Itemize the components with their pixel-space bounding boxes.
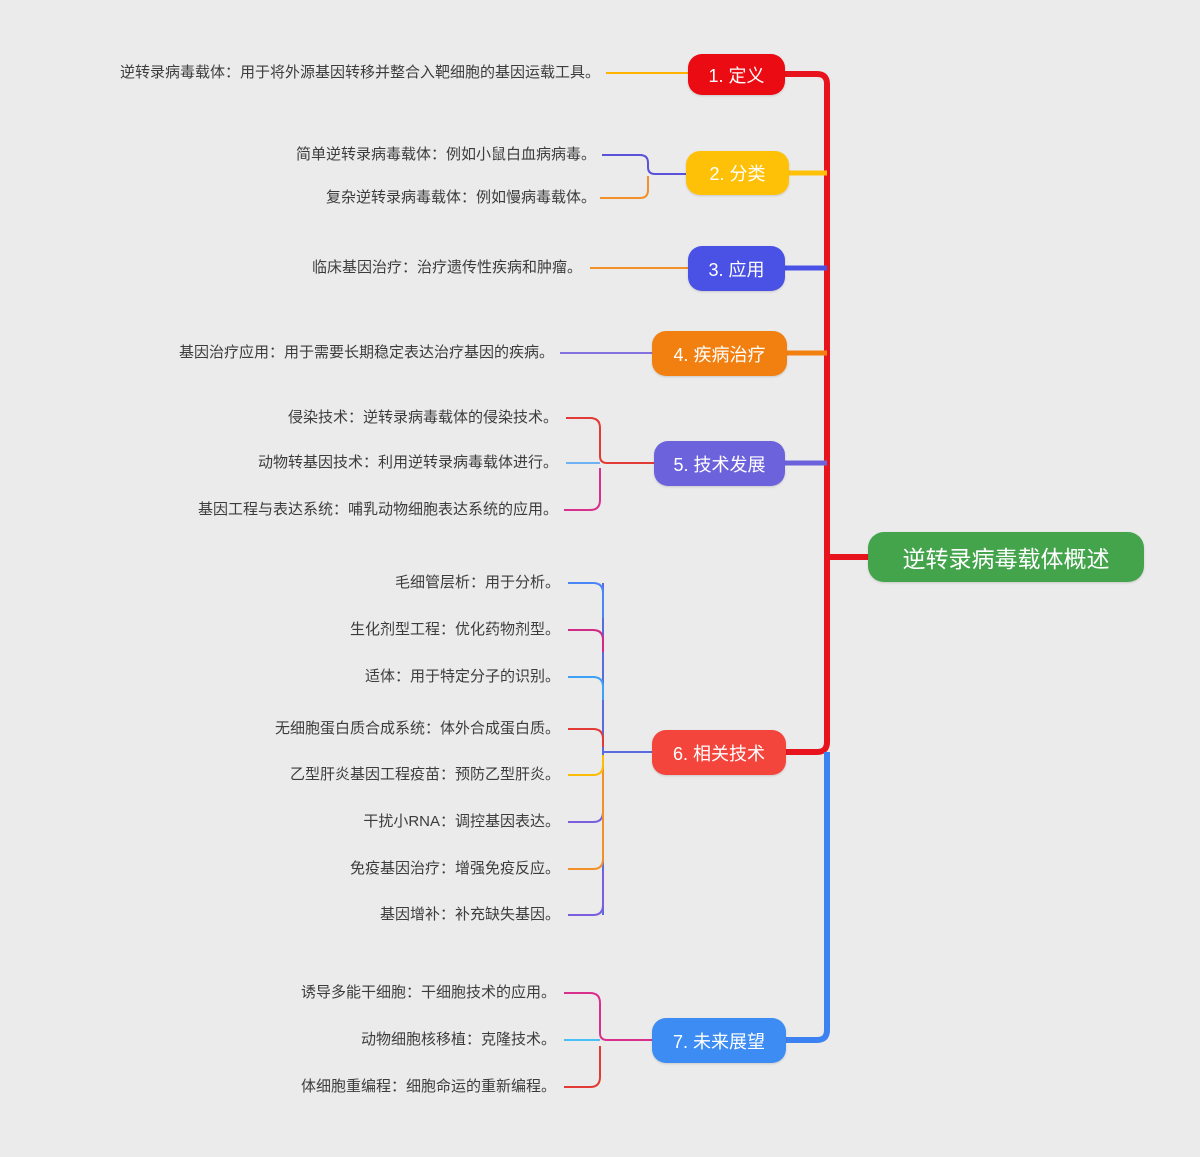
edge-b6-l3 [568, 676, 604, 700]
leaf-gene-supplementation[interactable]: 基因增补：补充缺失基因。 [379, 906, 560, 923]
branch-node-tech-development[interactable]: 5. 技术发展 [654, 441, 785, 486]
edge-b6-l6 [568, 800, 604, 823]
edge-b6-l1 [568, 582, 604, 618]
edge-b7-l3 [564, 1046, 601, 1088]
leaf-clinical-gene-therapy[interactable]: 临床基因治疗：治疗遗传性疾病和肿瘤。 [311, 259, 582, 276]
leaf-biochemical-formulation[interactable]: 生化剂型工程：优化药物剂型。 [349, 621, 560, 638]
leaf-infection-technology[interactable]: 侵染技术：逆转录病毒载体的侵染技术。 [287, 409, 558, 426]
edge-b6-l4 [568, 728, 604, 747]
leaf-complex-retrovirus[interactable]: 复杂逆转录病毒载体：例如慢病毒载体。 [325, 189, 596, 206]
edge-b7-l1 [564, 992, 654, 1041]
leaf-nuclear-transfer[interactable]: 动物细胞核移植：克隆技术。 [360, 1031, 556, 1048]
branch-node-application[interactable]: 3. 应用 [688, 246, 785, 291]
leaf-capillary-chromatography[interactable]: 毛细管层析：用于分析。 [394, 574, 560, 591]
edge-b5-l3 [564, 468, 601, 511]
trunk-blue [786, 752, 830, 1043]
leaf-immune-gene-therapy[interactable]: 免疫基因治疗：增强免疫反应。 [349, 860, 560, 877]
branch-node-disease-treatment[interactable]: 4. 疾病治疗 [652, 331, 787, 376]
leaf-hepatitis-b-vaccine[interactable]: 乙型肝炎基因工程疫苗：预防乙型肝炎。 [289, 766, 560, 783]
edge-b5-l1 [566, 417, 656, 464]
edge-b6-l2 [568, 629, 604, 652]
branch-node-classification[interactable]: 2. 分类 [686, 151, 789, 195]
edge-b6-l8 [568, 871, 604, 916]
edge-b6-l7 [568, 756, 604, 870]
branch-node-definition[interactable]: 1. 定义 [688, 54, 785, 95]
leaf-ipsc[interactable]: 诱导多能干细胞：干细胞技术的应用。 [300, 984, 556, 1001]
edge-b2-l2 [600, 176, 649, 199]
trunk-red [785, 71, 830, 755]
edge-b2-l1 [602, 154, 688, 175]
edge-b6-spine [602, 583, 654, 915]
branch-node-related-tech[interactable]: 6. 相关技术 [652, 730, 786, 775]
leaf-sirna[interactable]: 干扰小RNA：调控基因表达。 [363, 813, 560, 830]
leaf-expression-system[interactable]: 基因工程与表达系统：哺乳动物细胞表达系统的应用。 [197, 501, 558, 518]
leaf-simple-retrovirus[interactable]: 简单逆转录病毒载体：例如小鼠白血病病毒。 [295, 146, 596, 163]
leaf-transgenic-animal[interactable]: 动物转基因技术：利用逆转录病毒载体进行。 [257, 454, 558, 471]
leaf-cell-free-protein[interactable]: 无细胞蛋白质合成系统：体外合成蛋白质。 [274, 720, 560, 737]
leaf-definition[interactable]: 逆转录病毒载体：用于将外源基因转移并整合入靶细胞的基因运载工具。 [119, 64, 600, 81]
edge-b6-l5 [568, 755, 604, 776]
leaf-cell-reprogramming[interactable]: 体细胞重编程：细胞命运的重新编程。 [300, 1078, 556, 1095]
root-node[interactable]: 逆转录病毒载体概述 [868, 532, 1144, 582]
branch-node-future-outlook[interactable]: 7. 未来展望 [652, 1018, 786, 1063]
leaf-aptamer[interactable]: 适体：用于特定分子的识别。 [364, 668, 560, 685]
leaf-gene-therapy-application[interactable]: 基因治疗应用：用于需要长期稳定表达治疗基因的疾病。 [178, 344, 554, 361]
